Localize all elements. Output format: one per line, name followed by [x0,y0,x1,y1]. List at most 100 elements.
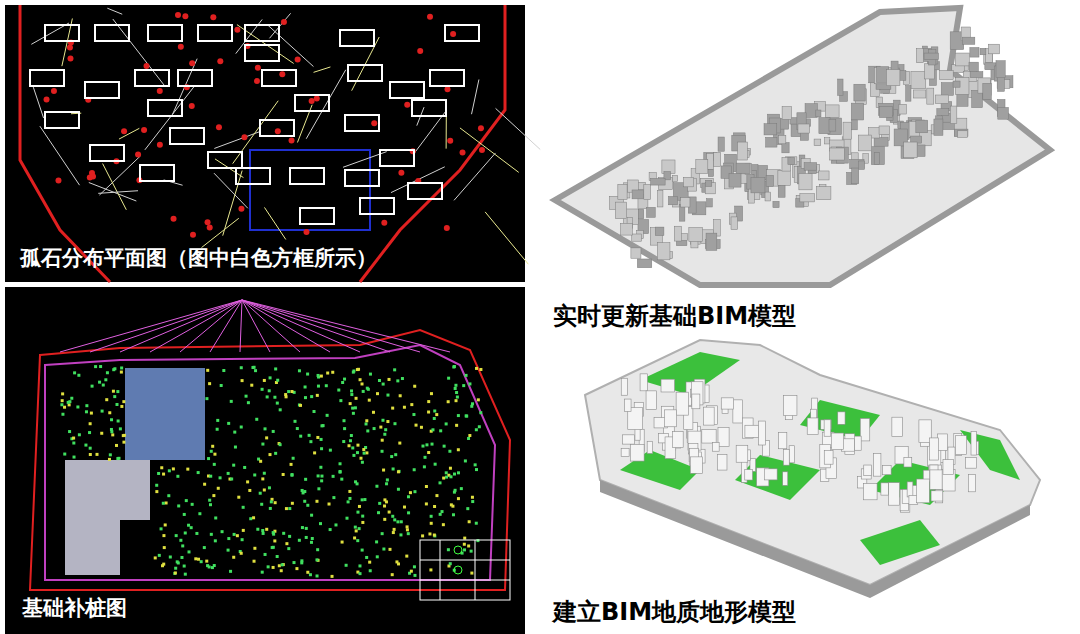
pile-dot [234,446,237,449]
pile-dot [452,366,455,369]
pile-dot [319,466,322,469]
pile-dot [433,505,436,508]
pile-dot [430,515,433,518]
pile-cap [988,44,999,54]
pile-cap [689,228,703,242]
pile-dot [412,413,415,416]
pile-dot [236,534,239,537]
pile-dot [382,469,385,472]
pile-dot [361,549,364,552]
pile-dot [457,448,460,451]
boulder-box [85,82,119,98]
pile-cap [751,177,765,193]
boulder-box [445,25,479,41]
pile-dot [162,534,165,537]
leader-lines [60,300,450,352]
pile-cap [874,138,888,147]
pile-dot [172,467,175,470]
leader-line [210,300,242,352]
pile-dot [447,548,450,551]
legend-table [420,540,510,600]
pile-dot [163,546,166,549]
building [784,395,797,415]
pile-dot [100,432,103,435]
survey-line [119,128,139,139]
pile-dot [221,530,224,533]
pile-dot [348,490,351,493]
building [621,448,629,456]
pile-cap [825,105,839,118]
building [892,417,903,436]
leader-line [242,300,360,352]
pile-dot [282,473,285,476]
boulder-box [345,170,379,186]
pile-dot [105,398,108,401]
terrain-model [585,340,1040,585]
pile-dot [462,384,465,387]
pile-dot [385,500,388,503]
pile-dot [351,407,354,410]
pile-dot [155,490,158,493]
bore-dot [303,229,309,235]
pile-dot [368,399,371,402]
pile-cap [940,71,954,80]
pile-cap [657,243,670,260]
pile-dot [377,511,380,514]
pile-dot [465,374,468,377]
pile-dot [397,488,400,491]
pile-cap [814,139,821,146]
pile-cap [950,106,957,124]
pile-dot [261,529,264,532]
bim-foundation-model [555,8,1050,285]
leader-line [240,300,242,352]
pile-dot [352,454,355,457]
boulder-box [90,145,124,161]
pile-dot [162,502,165,505]
pile-dot [427,451,430,454]
pile-dot [270,500,273,503]
pile-cap [819,118,830,134]
pile-dot [409,491,412,494]
pile-dot [433,534,436,537]
pile-dot [205,560,208,563]
pile-dot [303,500,306,503]
pile-dot [249,517,252,520]
pile-dot [230,477,233,480]
pile-dot [391,573,394,576]
pile-dot [406,528,409,531]
boulder-box [135,70,169,86]
pile-dot [465,414,468,417]
pile-dot [108,411,111,414]
pile-cap [788,157,795,164]
building [860,418,869,441]
pile-cap [871,147,884,165]
pile-dot [85,410,88,413]
pile-dot [369,569,372,572]
pile-dot [329,449,332,452]
pile-dot [187,524,190,527]
building [838,412,845,424]
bore-dot [67,45,73,51]
pile-dot [89,422,92,425]
building [831,433,843,449]
pile-dot [247,401,250,404]
pile-dot [376,555,379,558]
pile-dot [424,456,427,459]
pile-dot [367,388,370,391]
boulder-box [208,152,242,168]
pile-dot [337,389,340,392]
building [736,445,748,462]
pile-dot [413,385,416,388]
pile-dot [445,471,448,474]
pile-dot [325,384,328,387]
boulder-box [245,25,279,41]
pile-dot [211,445,214,448]
pile-dot [313,410,316,413]
pile-dot [305,527,308,530]
pile-dot [209,503,212,506]
bore-dot [55,178,61,184]
pile-dot [470,550,473,553]
pile-dot [60,403,63,406]
pile-dot [334,523,337,526]
